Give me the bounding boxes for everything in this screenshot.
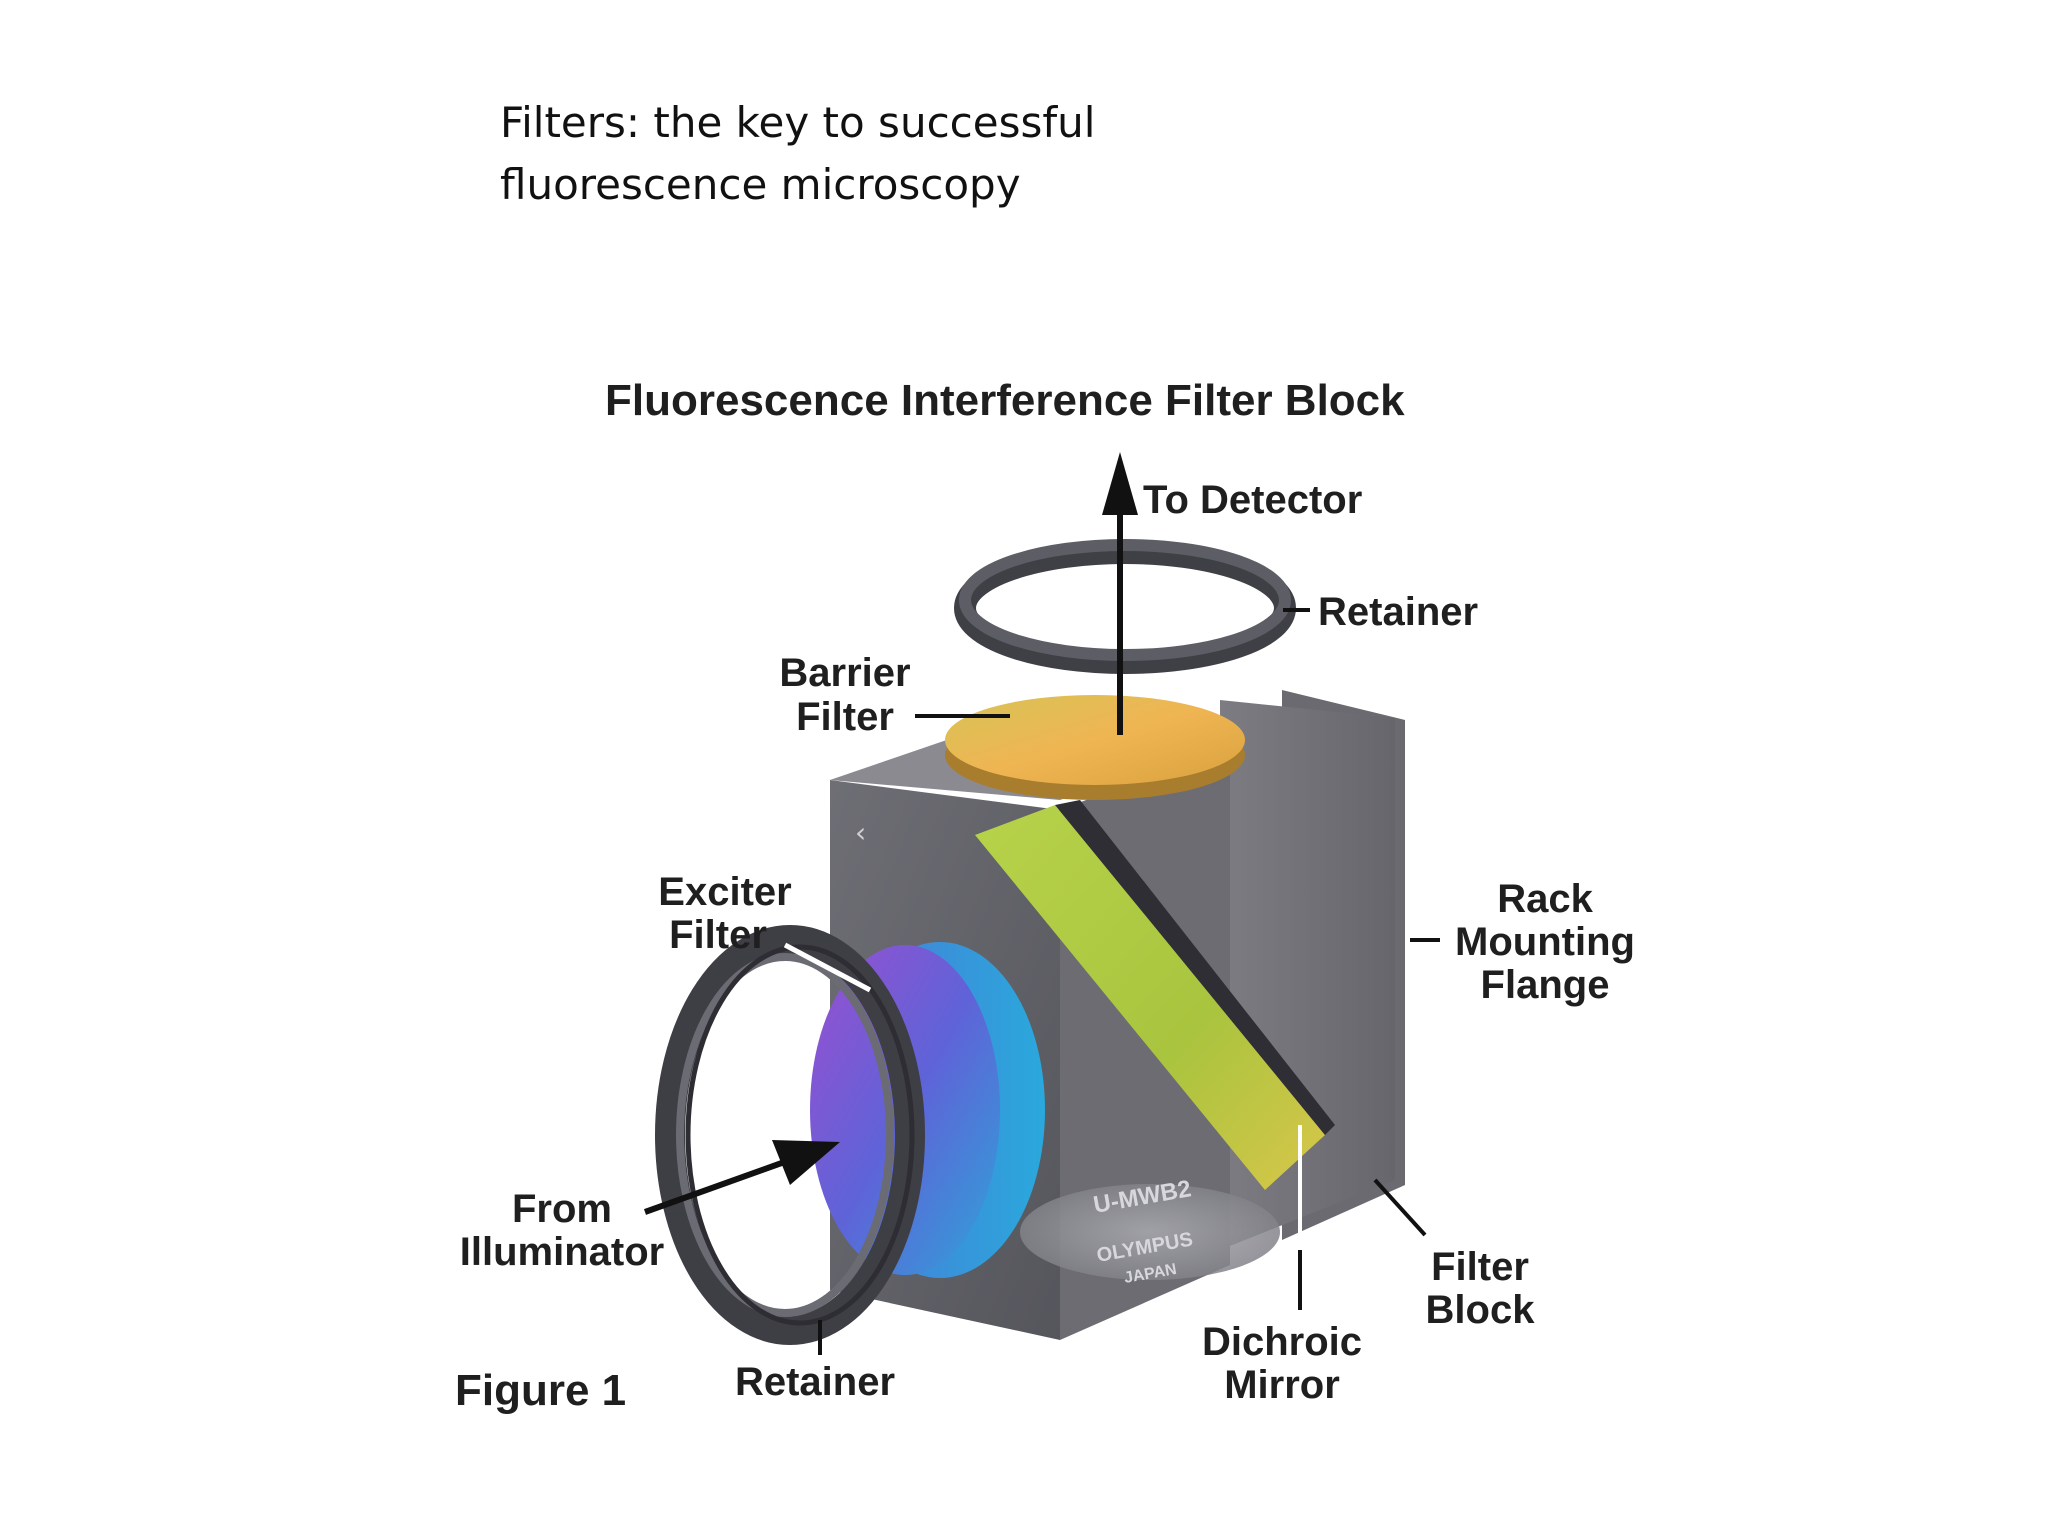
label-block-line-1: Filter <box>1431 1245 1529 1289</box>
barrier-filter <box>945 695 1245 800</box>
label-top-retainer: Retainer <box>1318 590 1478 634</box>
label-exciter-line-2: Filter <box>669 913 767 957</box>
label-bottom-retainer: Retainer <box>735 1360 895 1404</box>
label-to-detector: To Detector <box>1143 478 1362 522</box>
to-detector-arrow <box>1102 452 1138 735</box>
bottom-retainer-ring <box>655 925 925 1345</box>
figure-caption: Figure 1 <box>455 1366 626 1415</box>
slide-title-line-2: fluorescence microscopy <box>500 160 1021 209</box>
slide-title-line-1: Filters: the key to successful <box>500 98 1096 147</box>
label-block-line-2: Block <box>1426 1288 1536 1332</box>
label-barrier-line-2: Filter <box>796 695 894 739</box>
slide-title: Filters: the key to successful fluoresce… <box>500 92 1400 216</box>
label-from-line-2: Illuminator <box>460 1230 664 1274</box>
from-illuminator-arrow <box>643 1140 840 1215</box>
block-window <box>1020 1184 1280 1280</box>
label-rack-line-3: Flange <box>1481 963 1610 1007</box>
label-dichroic-line-2: Mirror <box>1224 1363 1340 1407</box>
label-dichroic-line-1: Dichroic <box>1202 1320 1362 1364</box>
label-barrier-line-1: Barrier <box>779 651 910 695</box>
top-retainer-ring <box>954 539 1296 674</box>
label-exciter-line-1: Exciter <box>658 870 791 914</box>
label-rack-line-2: Mounting <box>1455 920 1635 964</box>
leader-lines <box>783 608 1440 1355</box>
figure-heading: Fluorescence Interference Filter Block <box>605 376 1405 425</box>
label-from-line-1: From <box>512 1187 612 1231</box>
label-rack-line-1: Rack <box>1497 877 1593 921</box>
block-arrow-icon: ‹ <box>855 816 866 849</box>
dichroic-mirror <box>975 800 1335 1190</box>
